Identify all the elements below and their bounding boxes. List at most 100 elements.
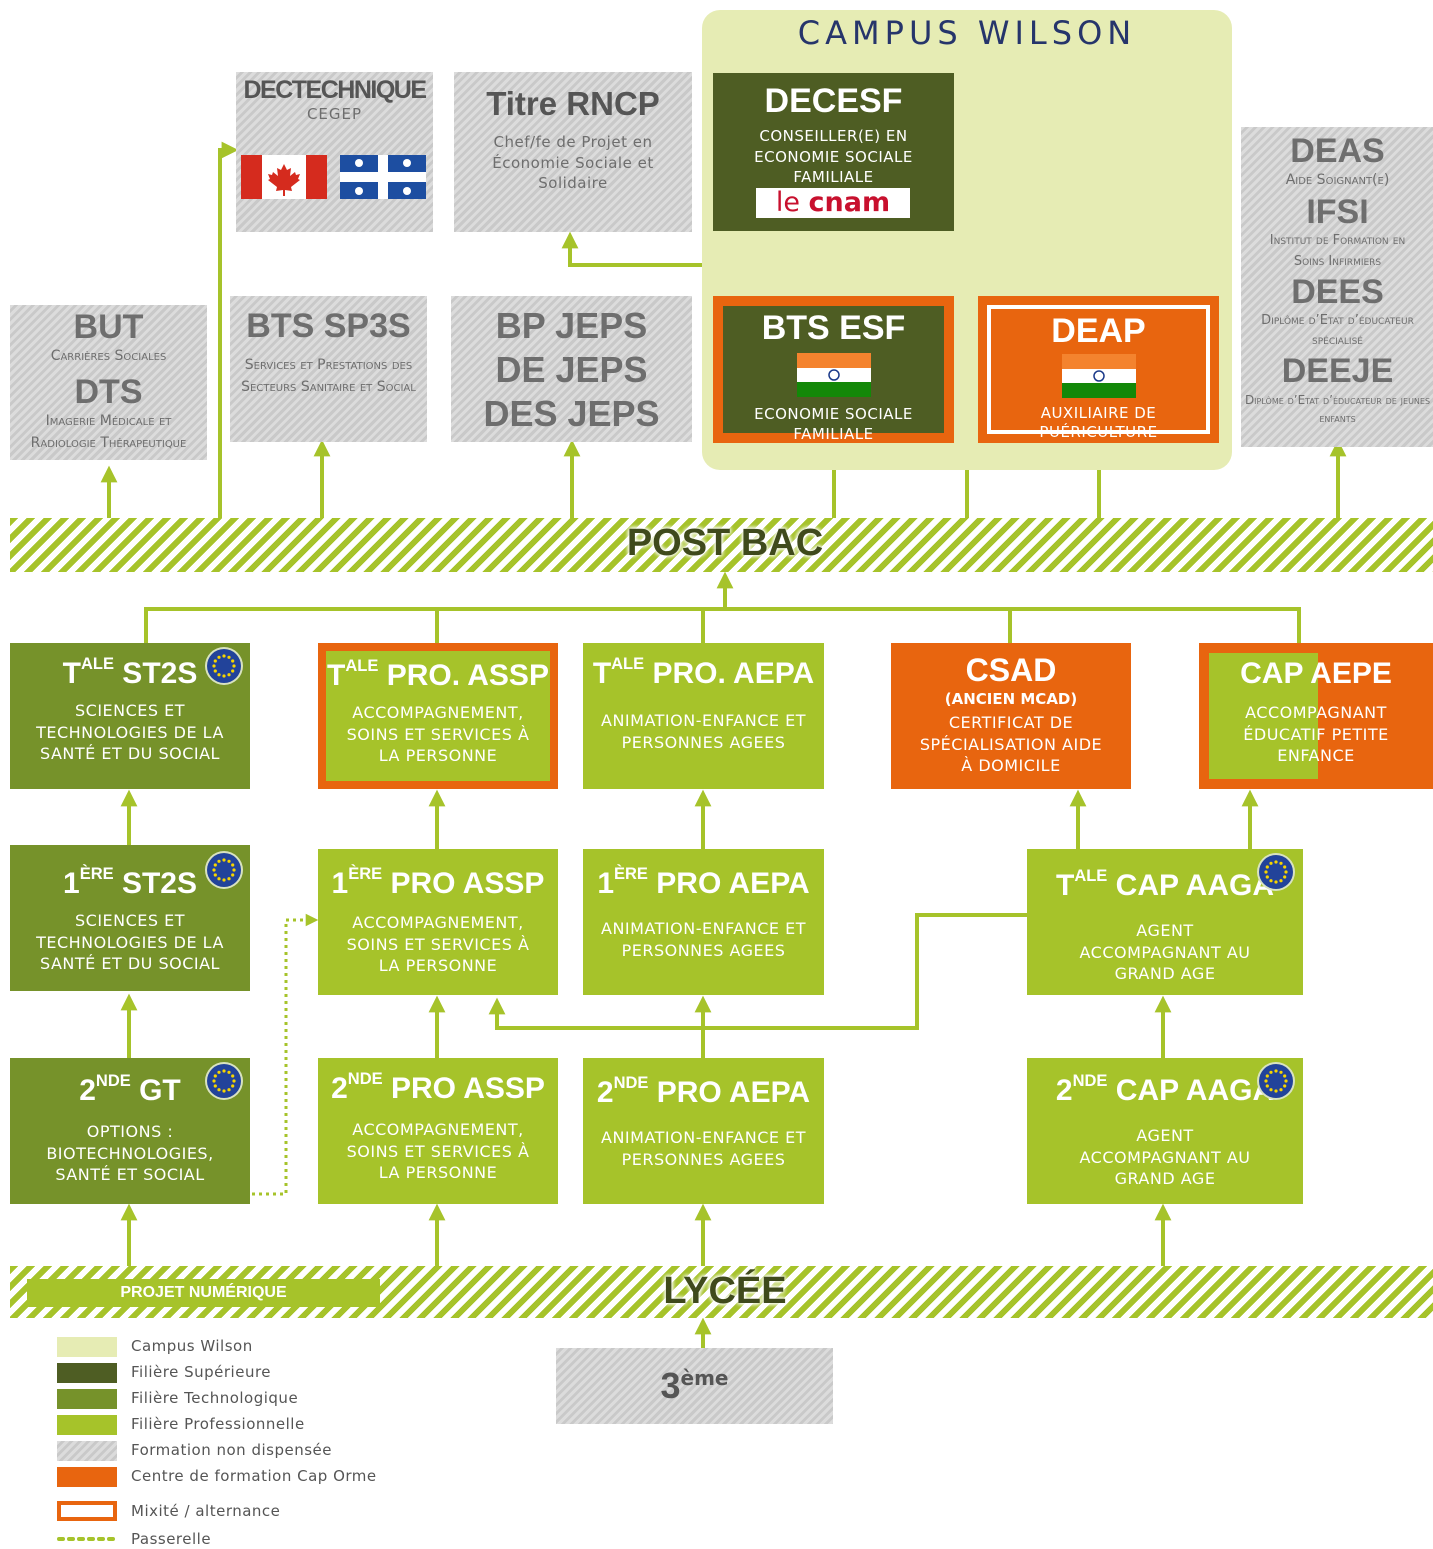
decesf-card: DECESF CONSEILLER(E) EN ECONOMIE SOCIALE… — [713, 73, 954, 231]
eu-flag-icon — [1259, 855, 1293, 889]
cnam-logo-b: cnam — [808, 187, 891, 218]
bts-esf-card: BTS ESF ECONOMIE SOCIALE FAMILIALE — [713, 296, 954, 443]
legend-label: Formation non dispensée — [131, 1441, 332, 1459]
1ere-st2s-title: 1ÈRE ST2S — [10, 865, 250, 900]
1ere-st2s-pre: 1 — [63, 867, 80, 900]
legend-label: Filière Technologique — [131, 1389, 299, 1407]
eu-flag-icon — [207, 649, 241, 683]
tale-pro-assp-title: TALE PRO. ASSP — [326, 657, 550, 692]
legend-label: Mixité / alternance — [131, 1502, 281, 1520]
but-dts-card: BUT Carrières Sociales DTS Imagerie Médi… — [10, 305, 207, 460]
tale-pro-aepa-sup: ALE — [611, 655, 645, 673]
quebec-flag-icon — [340, 155, 426, 199]
troisieme-card: 3ème — [556, 1348, 833, 1424]
tale-cap-aaga-card: TALE CAP AAGA AGENT ACCOMPAGNANT AU GRAN… — [1027, 849, 1303, 995]
bpjeps-card: BP JEPS DE JEPS DES JEPS — [451, 296, 692, 442]
tale-pro-aepa-name: PRO. AEPA — [644, 657, 815, 690]
2nde-pro-aepa-sup: NDE — [613, 1074, 649, 1092]
2nde-cap-aaga-name: CAP AAGA — [1107, 1074, 1275, 1107]
cap-aepe-title: CAP AEPE — [1240, 657, 1392, 690]
desjeps-title: DES JEPS — [483, 392, 660, 434]
bts-esf-sub: ECONOMIE SOCIALE FAMILIALE — [754, 405, 913, 443]
tale-pro-assp-sup: ALE — [345, 657, 379, 675]
2nde-gt-sup: NDE — [95, 1072, 131, 1090]
but-sub: Carrières Sociales — [50, 348, 167, 365]
2nde-pro-assp-pre: 2 — [331, 1072, 348, 1105]
campus-swatch — [57, 1337, 117, 1357]
india-flag-icon — [1061, 354, 1136, 399]
tale-cap-aaga-name: CAP AAGA — [1107, 869, 1274, 902]
dees-sub: Diplôme d’Etat d’éducateur spécialisé — [1261, 313, 1414, 349]
right-formations-card: DEAS Aide Soignant(e) IFSI Institut de F… — [1241, 127, 1433, 447]
tale-pro-aepa-card: TALE PRO. AEPA ANIMATION-ENFANCE ET PERS… — [583, 643, 824, 789]
2nde-pro-assp-card: 2NDE PRO ASSP ACCOMPAGNEMENT, SOINS ET S… — [318, 1058, 558, 1204]
tale-pro-assp-inner: TALE PRO. ASSP ACCOMPAGNEMENT, SOINS ET … — [326, 651, 550, 781]
professionnelle-swatch — [57, 1415, 117, 1435]
tale-st2s-card: TALE ST2S SCIENCES ET TECHNOLOGIES DE LA… — [10, 643, 250, 789]
bts-sp3s-title: BTS SP3S — [246, 307, 411, 345]
titre-rncp-sub: Chef/fe de Projet en Économie Sociale et… — [492, 133, 654, 192]
2nde-cap-aaga-sub: AGENT ACCOMPAGNANT AU GRAND AGE — [1079, 1126, 1251, 1189]
deap-card: DEAP AUXILIAIRE DE PUÉRICULTURE — [978, 296, 1219, 443]
titre-rncp-card: Titre RNCP Chef/fe de Projet en Économie… — [454, 72, 692, 232]
projet-numerique-banner: PROJET NUMÉRIQUE — [27, 1279, 380, 1307]
orange-swatch — [57, 1467, 117, 1487]
legend-label: Campus Wilson — [131, 1337, 253, 1355]
decesf-sub: CONSEILLER(E) EN ECONOMIE SOCIALE FAMILI… — [754, 127, 913, 186]
csad-sub: CERTIFICAT DE SPÉCIALISATION AIDE À DOMI… — [919, 713, 1103, 776]
1ere-pro-aepa-sub: ANIMATION-ENFANCE ET PERSONNES AGEES — [601, 919, 806, 960]
cap-aepe-green-overlay — [1209, 653, 1318, 779]
1ere-pro-aepa-sup: ÈRE — [614, 865, 648, 883]
bts-sp3s-card: BTS SP3S Services et Prestations des Sec… — [230, 296, 427, 442]
dts-title: DTS — [74, 373, 143, 412]
cnam-logo-a: le — [775, 187, 809, 218]
2nde-gt-sub: OPTIONS : BIOTECHNOLOGIES, SANTÉ ET SOCI… — [46, 1122, 214, 1185]
deap-sub: AUXILIAIRE DE PUÉRICULTURE — [1039, 404, 1158, 442]
technologique-swatch — [57, 1389, 117, 1409]
legend-label: Filière Professionnelle — [131, 1415, 305, 1433]
legend-label: Centre de formation Cap Orme — [131, 1467, 377, 1485]
2nde-pro-assp-sup: NDE — [347, 1070, 383, 1088]
2nde-pro-aepa-name: PRO AEPA — [648, 1076, 811, 1109]
2nde-gt-name: GT — [130, 1074, 181, 1107]
legend-label: Passerelle — [131, 1530, 212, 1548]
tale-st2s-sub: SCIENCES ET TECHNOLOGIES DE LA SANTÉ ET … — [36, 701, 224, 764]
deas-sub: Aide Soignant(e) — [1285, 172, 1390, 189]
superieure-swatch — [57, 1363, 117, 1383]
1ere-pro-assp-name: PRO ASSP — [382, 867, 545, 900]
deeje-title: DEEJE — [1281, 352, 1394, 391]
ifsi-sub: Institut de Formation en Soins Infirmier… — [1269, 233, 1406, 269]
2nde-pro-aepa-title: 2NDE PRO AEPA — [583, 1074, 824, 1109]
ifsi-title: IFSI — [1306, 193, 1369, 232]
1ere-st2s-card: 1ÈRE ST2S SCIENCES ET TECHNOLOGIES DE LA… — [10, 845, 250, 991]
1ere-pro-aepa-card: 1ÈRE PRO AEPA ANIMATION-ENFANCE ET PERSO… — [583, 849, 824, 995]
2nde-pro-aepa-sub: ANIMATION-ENFANCE ET PERSONNES AGEES — [601, 1128, 806, 1169]
dectechnique-card: DECTECHNIQUE CEGEP — [236, 72, 433, 232]
titre-rncp-title: Titre RNCP — [486, 85, 660, 122]
2nde-gt-title: 2NDE GT — [10, 1072, 250, 1107]
bts-esf-inner: BTS ESF ECONOMIE SOCIALE FAMILIALE — [723, 306, 944, 443]
1ere-pro-assp-pre: 1 — [331, 867, 349, 900]
2nde-cap-aaga-pre: 2 — [1055, 1074, 1073, 1107]
dts-sub: Imagerie Médicale et Radiologie Thérapeu… — [30, 413, 187, 452]
eu-flag-icon — [207, 1064, 241, 1098]
tale-st2s-pre: T — [62, 657, 81, 690]
post-bac-label: POST BAC — [626, 522, 824, 564]
dectechnique-title: DECTECHNIQUE — [243, 76, 427, 104]
2nde-pro-aepa-pre: 2 — [596, 1076, 614, 1109]
1ere-st2s-sup: ÈRE — [79, 865, 114, 883]
eu-flag-icon — [207, 853, 241, 887]
dees-title: DEES — [1291, 272, 1384, 311]
deas-title: DEAS — [1290, 132, 1385, 170]
tale-pro-assp-sub: ACCOMPAGNEMENT, SOINS ET SERVICES À LA P… — [346, 703, 530, 766]
csad-note: (ANCIEN MCAD) — [944, 690, 1078, 709]
2nde-cap-aaga-title: 2NDE CAP AAGA — [1027, 1072, 1303, 1107]
dectechnique-sub: CEGEP — [306, 105, 363, 123]
bts-esf-title: BTS ESF — [761, 309, 906, 347]
cap-aepe-sub: ACCOMPAGNANT ÉDUCATIF PETITE ENFANCE — [1243, 703, 1389, 766]
cnam-logo: le cnam — [756, 188, 910, 218]
tale-cap-aaga-sup: ALE — [1074, 867, 1108, 885]
legend-label: Filière Supérieure — [131, 1363, 272, 1381]
but-title: BUT — [73, 308, 144, 346]
1ere-pro-assp-sub: ACCOMPAGNEMENT, SOINS ET SERVICES À LA P… — [346, 913, 530, 976]
